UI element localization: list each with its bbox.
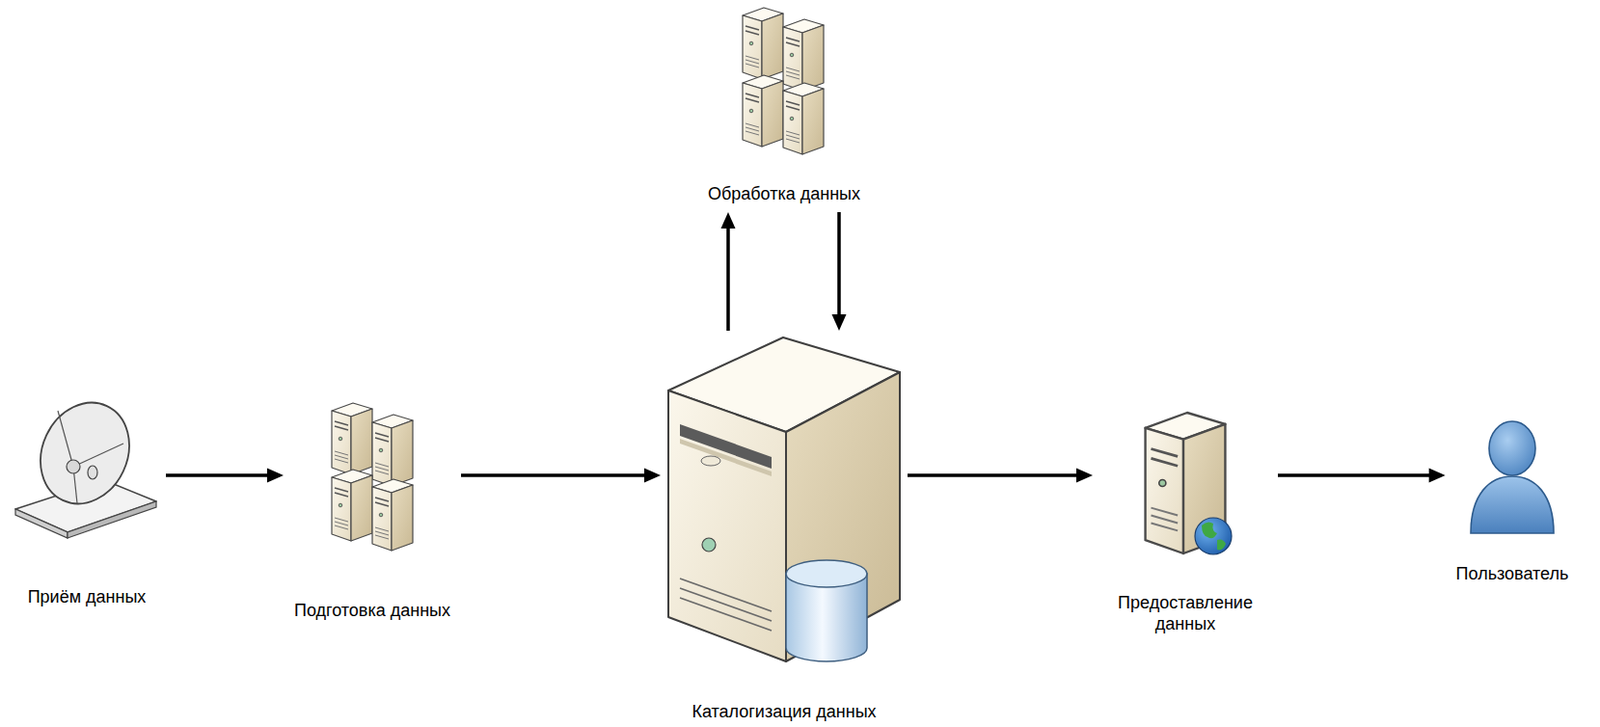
arrowhead xyxy=(267,468,284,484)
connector-line xyxy=(1277,473,1433,478)
arrow-connector xyxy=(832,212,847,331)
arrow-connector xyxy=(907,468,1093,484)
web-server-node: Предоставление данных xyxy=(1100,412,1271,635)
arrow-connector xyxy=(461,468,661,484)
database-node: Каталогизация данных xyxy=(668,338,900,723)
arrow-connector xyxy=(1277,468,1446,484)
node-label: Приём данных xyxy=(27,586,147,608)
user-node: Пользователь xyxy=(1453,421,1573,585)
server-cluster-node: Обработка данных xyxy=(705,7,864,205)
node-label: Пользователь xyxy=(1456,563,1570,585)
dish-node: Приём данных xyxy=(15,418,159,608)
server-cluster xyxy=(742,7,824,155)
server-cluster-node: Подготовка данных xyxy=(291,403,454,622)
node-label: Каталогизация данных xyxy=(691,701,876,723)
web-server xyxy=(1145,412,1232,555)
arrowhead xyxy=(1429,468,1446,484)
connector-line xyxy=(165,473,271,478)
arrowhead xyxy=(1076,468,1093,484)
satellite-dish xyxy=(15,387,157,539)
connector-line xyxy=(837,212,841,318)
arrowhead xyxy=(644,468,661,484)
node-label: Обработка данных xyxy=(707,183,861,205)
arrowhead xyxy=(721,212,736,229)
arrow-connector xyxy=(721,212,736,331)
node-label: Предоставление данных xyxy=(1103,592,1268,635)
connector-line xyxy=(726,225,731,331)
connector-line xyxy=(907,473,1080,478)
arrowhead xyxy=(832,314,847,331)
user-icon xyxy=(1470,421,1554,534)
connector-line xyxy=(461,473,648,478)
server-cluster xyxy=(331,403,413,551)
arrow-connector xyxy=(165,468,284,484)
database-server xyxy=(668,337,900,662)
node-label: Подготовка данных xyxy=(294,599,451,622)
